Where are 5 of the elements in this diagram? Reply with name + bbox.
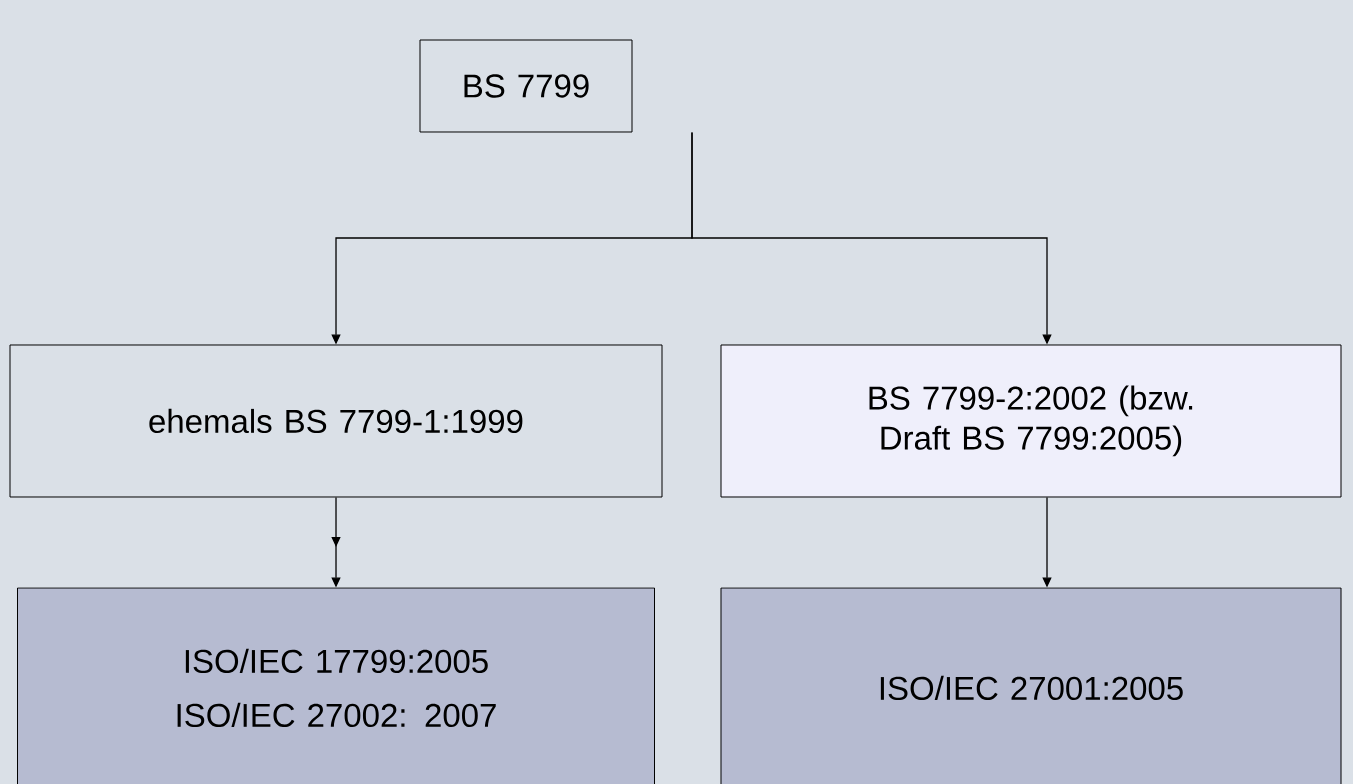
standard-box: ISO/IEC 17799:2005 ISO/IEC 27002: 2007 [17,587,655,784]
standard-box: BS 7799-2:2002 (bzw. Draft BS 7799:2005) [720,344,1342,498]
standard-box: ISO/IEC 27001:2005 [720,587,1342,784]
standard-box: ehemals BS 7799-1:1999 [9,344,663,498]
standard-box: BS 7799 [419,39,633,133]
